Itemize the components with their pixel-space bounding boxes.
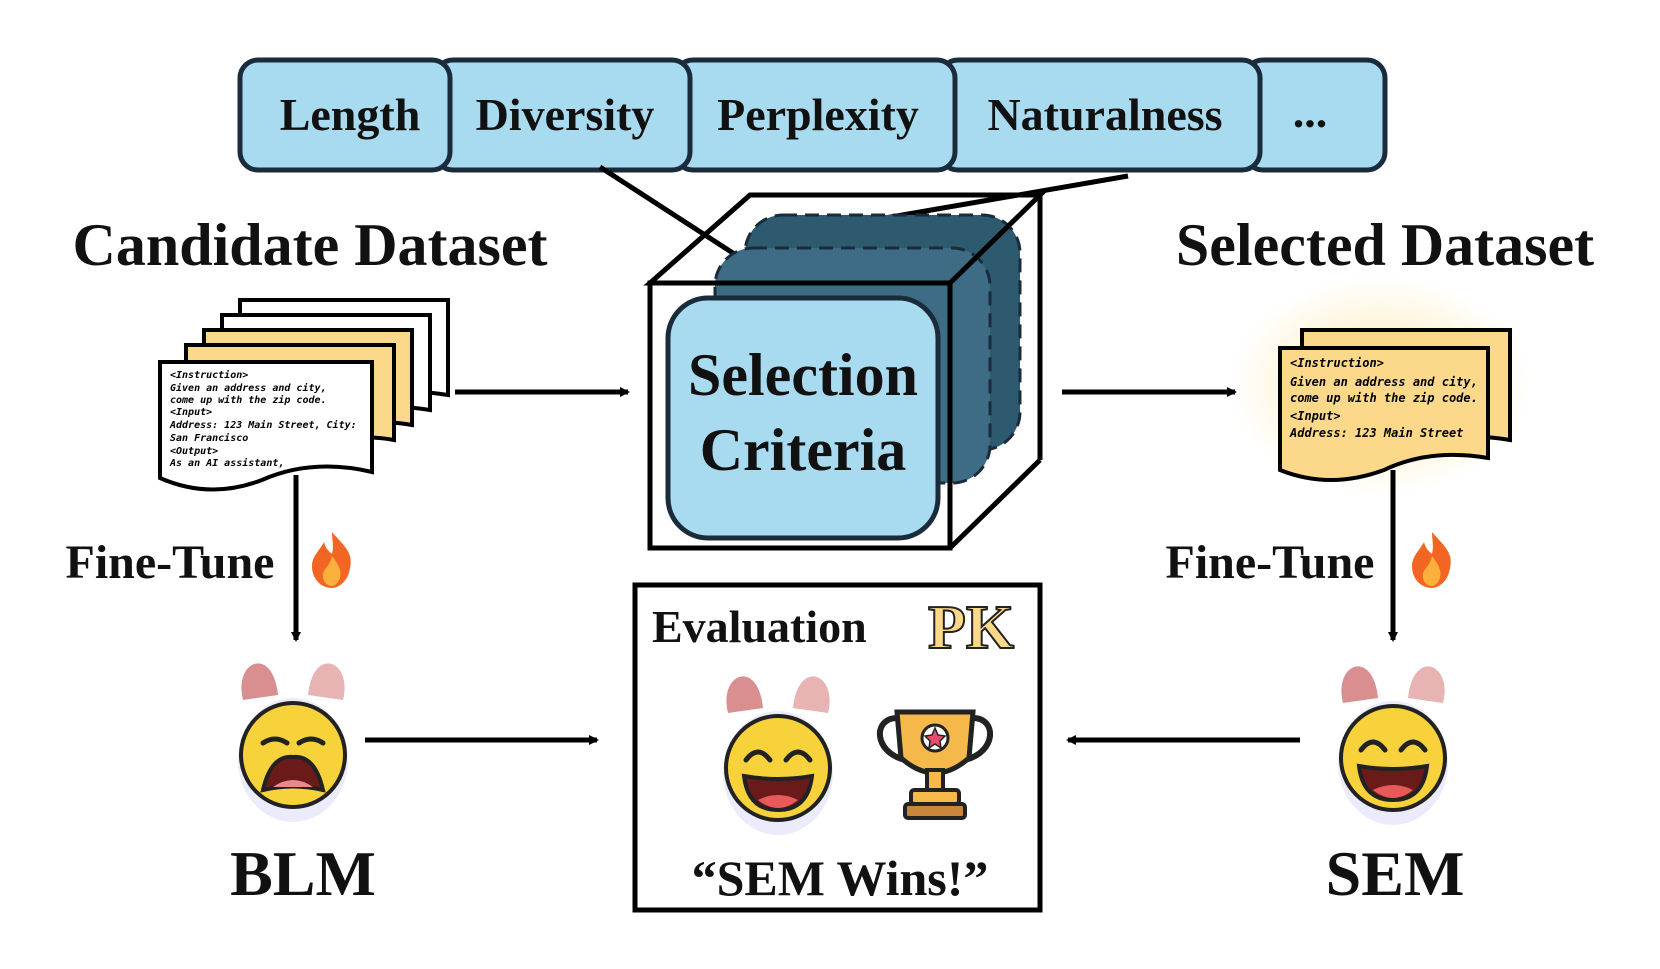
candidate-doc-line: Address: 123 Main Street, City: bbox=[169, 419, 357, 431]
selection-criteria-panel bbox=[665, 295, 941, 541]
criteria-diversity: Diversity bbox=[476, 89, 655, 140]
blm-model bbox=[238, 663, 348, 822]
finetune-left-label: Fine-Tune bbox=[66, 536, 275, 589]
selected-doc-line: <Input> bbox=[1290, 409, 1341, 423]
selected-doc-line: <Instruction> bbox=[1290, 356, 1384, 370]
evaluation-result: “SEM Wins!” bbox=[692, 850, 989, 906]
selected-doc-line: Address: 123 Main Street bbox=[1289, 426, 1463, 440]
evaluation-box: Evaluation PK “SEM Wins bbox=[632, 582, 1043, 913]
candidate-doc-line: come up with the zip code. bbox=[170, 394, 327, 406]
selected-doc-line: Given an address and city, bbox=[1290, 375, 1478, 389]
evaluation-title: Evaluation bbox=[652, 601, 867, 652]
candidate-doc-line: <Output> bbox=[170, 446, 218, 457]
candidate-doc-line: <Input> bbox=[170, 407, 212, 418]
selected-document-stack: <Instruction> Given an address and city,… bbox=[1230, 275, 1530, 495]
cube-label-line2: Criteria bbox=[700, 417, 907, 483]
yawning-face-icon bbox=[239, 701, 347, 809]
selected-dataset-title: Selected Dataset bbox=[1176, 212, 1594, 278]
candidate-dataset-title: Candidate Dataset bbox=[73, 212, 548, 278]
selected-front-document bbox=[1278, 346, 1490, 482]
finetune-right-label: Fine-Tune bbox=[1166, 536, 1375, 589]
candidate-doc-line: <Instruction> bbox=[170, 369, 248, 381]
cube-label-line1: Selection bbox=[688, 342, 918, 408]
criteria-naturalness: Naturalness bbox=[987, 89, 1222, 140]
candidate-front-document bbox=[158, 360, 374, 492]
candidate-doc-line: Given an address and city, bbox=[170, 382, 327, 394]
sem-label: SEM bbox=[1326, 838, 1465, 909]
criteria-perplexity: Perplexity bbox=[717, 89, 919, 140]
fire-icon bbox=[1412, 532, 1451, 588]
criteria-length: Length bbox=[280, 89, 421, 140]
sem-model bbox=[1338, 666, 1448, 825]
grinning-face-icon bbox=[724, 714, 832, 822]
criteria-more: ... bbox=[1293, 86, 1328, 137]
candidate-doc-line: San Francisco bbox=[170, 432, 248, 444]
criteria-bar: Length Diversity Perplexity Naturalness … bbox=[237, 57, 1388, 173]
selected-doc-line: come up with the zip code. bbox=[1290, 391, 1478, 405]
pk-label: PK bbox=[928, 594, 1014, 662]
grinning-face-icon bbox=[1339, 704, 1447, 812]
candidate-doc-line: As an AI assistant, bbox=[169, 457, 284, 469]
blm-label: BLM bbox=[230, 838, 376, 909]
fire-icon bbox=[312, 532, 351, 588]
sem-model-evaluation bbox=[723, 676, 833, 835]
selection-cube: Selection Criteria bbox=[643, 192, 1047, 551]
flow-arrows bbox=[291, 387, 1398, 745]
trophy-icon bbox=[877, 709, 993, 820]
candidate-document-stack: <Instruction> Given an address and city,… bbox=[158, 298, 450, 492]
